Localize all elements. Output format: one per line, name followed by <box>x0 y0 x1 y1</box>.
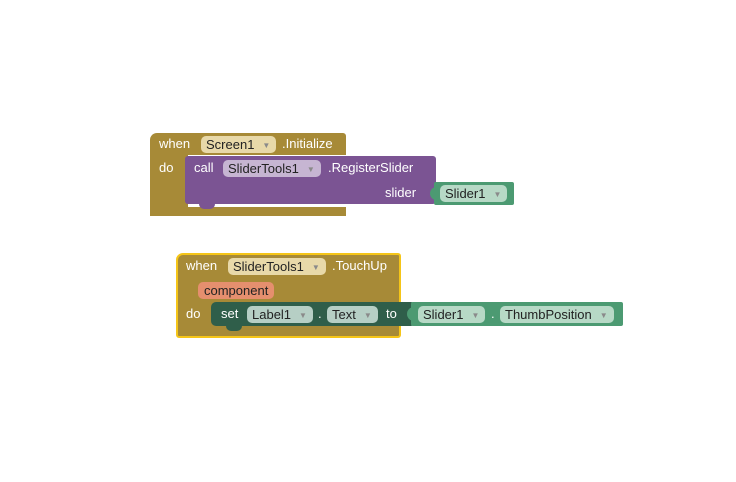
event-block-spine <box>150 155 188 216</box>
component-block-slider1[interactable]: Slider1 ▼ <box>430 182 514 205</box>
output-plug <box>407 307 414 321</box>
component-dropdown-slider1[interactable]: Slider1 ▼ <box>418 306 486 323</box>
dropdown-value: Screen1 <box>206 137 255 152</box>
getter-block-slider1-thumbposition[interactable]: Slider1 ▼ . ThumbPosition ▼ <box>407 302 623 326</box>
call-block-register-slider[interactable]: call SliderTools1 ▼ .RegisterSlider slide… <box>185 156 436 204</box>
set-block-body <box>211 302 416 326</box>
dropdown-value: Label1 <box>252 307 292 322</box>
event-name: .TouchUp <box>332 258 387 273</box>
dropdown-value: Text <box>332 307 356 322</box>
triangle-down-icon: ▼ <box>363 311 372 320</box>
set-block-next-connector <box>226 326 242 331</box>
property-dropdown-text[interactable]: Text ▼ <box>327 306 378 323</box>
property-dropdown-thumbposition[interactable]: ThumbPosition ▼ <box>500 306 614 323</box>
call-keyword: call <box>194 160 214 175</box>
set-keyword: set <box>221 306 239 321</box>
dot-separator: . <box>318 306 322 321</box>
triangle-down-icon: ▼ <box>471 311 480 320</box>
dropdown-value: SliderTools1 <box>233 259 304 274</box>
triangle-down-icon: ▼ <box>599 311 608 320</box>
dropdown-value: ThumbPosition <box>505 307 592 322</box>
dropdown-value: Slider1 <box>445 186 486 201</box>
do-keyword: do <box>159 160 174 175</box>
do-keyword: do <box>186 306 201 321</box>
dot-separator: . <box>491 306 495 321</box>
when-keyword: when <box>186 258 218 273</box>
triangle-down-icon: ▼ <box>262 141 271 150</box>
argument-label-slider: slider <box>385 185 417 200</box>
triangle-down-icon: ▼ <box>493 190 502 199</box>
to-keyword: to <box>386 306 397 321</box>
component-dropdown-slidertools1[interactable]: SliderTools1 ▼ <box>223 160 321 177</box>
dropdown-value: Slider1 <box>423 307 464 322</box>
dropdown-value: SliderTools1 <box>228 161 299 176</box>
triangle-down-icon: ▼ <box>311 263 320 272</box>
when-keyword: when <box>159 136 191 151</box>
method-name: .RegisterSlider <box>328 160 414 175</box>
event-block-screen1-initialize[interactable]: when Screen1 ▼ .Initialize do <box>150 133 346 216</box>
output-plug <box>430 187 437 200</box>
triangle-down-icon: ▼ <box>306 165 315 174</box>
call-block-next-connector <box>199 204 215 209</box>
component-dropdown-screen1[interactable]: Screen1 ▼ <box>201 136 277 153</box>
triangle-down-icon: ▼ <box>299 311 307 320</box>
component-dropdown-slider1[interactable]: Slider1 ▼ <box>440 185 508 202</box>
parameter-component[interactable]: component <box>198 282 275 299</box>
component-dropdown-slidertools1[interactable]: SliderTools1 ▼ <box>228 258 326 275</box>
event-name: .Initialize <box>282 136 333 151</box>
event-block-footer <box>150 207 346 216</box>
set-block-label1-text[interactable]: set Label1 ▼ . Text ▼ to <box>211 302 416 326</box>
component-dropdown-label1[interactable]: Label1 ▼ <box>247 306 313 323</box>
